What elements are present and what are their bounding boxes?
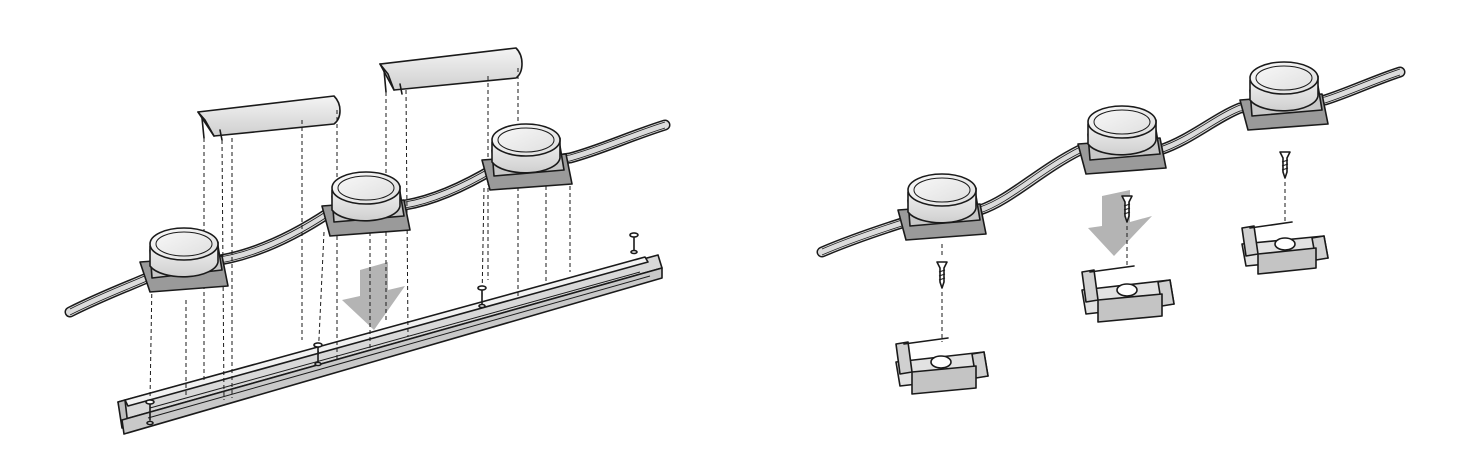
- diffuser-cover-1: [197, 95, 341, 141]
- screw-icon: [629, 232, 639, 255]
- led-node-4: [897, 173, 987, 241]
- screw-icon: [1121, 195, 1133, 268]
- screw-icon: [313, 342, 323, 367]
- diffuser-cover-2: [379, 47, 523, 95]
- projection-lines-left: [149, 68, 571, 401]
- mounting-clip-2: [1081, 265, 1175, 323]
- led-node-2: [321, 171, 411, 237]
- down-arrow-left: [342, 262, 405, 330]
- screw-icon: [1279, 151, 1291, 224]
- led-node-1: [139, 227, 229, 293]
- channel-assembly-panel: [64, 47, 671, 435]
- down-arrow-right: [1088, 190, 1152, 256]
- screw-icon: [145, 399, 155, 426]
- mounting-clip-3: [1241, 221, 1329, 275]
- clip-assembly-panel: [816, 61, 1406, 395]
- led-node-3: [481, 123, 573, 191]
- mounting-clip-1: [895, 337, 989, 395]
- led-node-5: [1077, 105, 1167, 175]
- screw-icon: [477, 285, 487, 309]
- screw-icon: [936, 244, 948, 342]
- led-node-6: [1239, 61, 1329, 131]
